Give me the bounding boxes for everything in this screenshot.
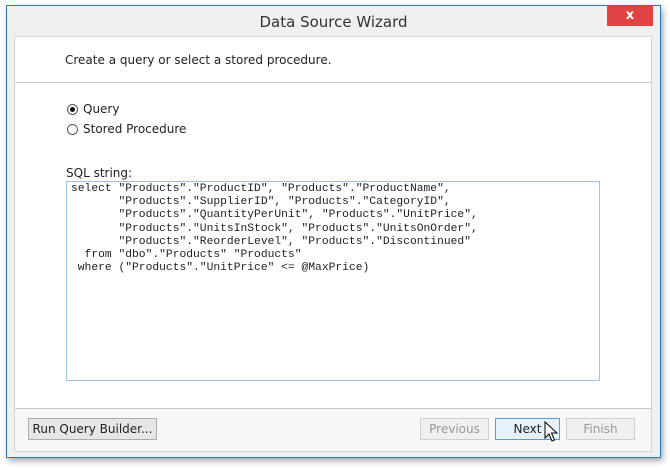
query-radio-label: Query [83,102,120,116]
wizard-panel: Create a query or select a stored proced… [14,36,652,452]
finish-button[interactable]: Finish [566,418,635,440]
query-radio-option[interactable]: Query [67,102,119,116]
radio-unchecked-icon[interactable] [67,123,78,135]
instruction-text: Create a query or select a stored proced… [65,53,332,67]
wizard-footer: Run Query Builder... Previous Next Finis… [15,408,651,451]
sql-string-label: SQL string: [66,166,133,180]
stored-procedure-radio-option[interactable]: Stored Procedure [67,122,186,136]
run-query-builder-button[interactable]: Run Query Builder... [28,418,157,440]
wizard-content: Query Stored Procedure SQL string: selec… [15,83,651,408]
radio-checked-icon[interactable] [67,103,78,115]
sql-string-textarea[interactable]: select "Products"."ProductID", "Products… [66,181,600,381]
close-button[interactable]: x [607,6,653,26]
title-bar[interactable]: Data Source Wizard x [7,6,660,36]
previous-button[interactable]: Previous [420,418,489,440]
window-title: Data Source Wizard [259,13,408,31]
wizard-header: Create a query or select a stored proced… [15,37,651,83]
stored-procedure-radio-label: Stored Procedure [83,122,187,136]
close-icon: x [625,8,635,23]
next-button[interactable]: Next [495,418,560,440]
data-source-wizard-window: Data Source Wizard x Create a query or s… [6,5,661,458]
